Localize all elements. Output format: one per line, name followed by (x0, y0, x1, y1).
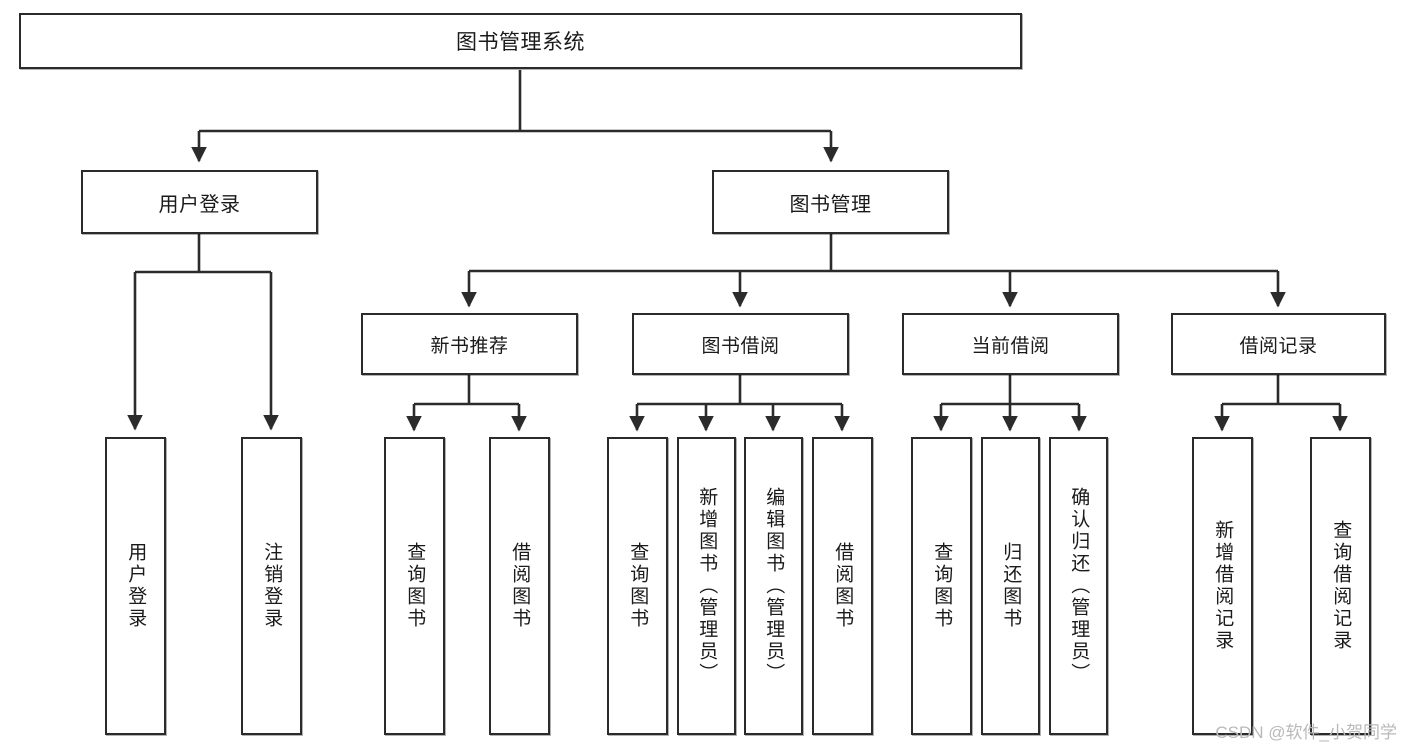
node-root[interactable]: 图书管理系统 (19, 13, 1022, 69)
node-leaf-query-record-label: 查询借阅记录 (1330, 520, 1352, 652)
node-leaf-edit-book-label: 编辑图书（管理员） (763, 487, 785, 685)
node-leaf-query-record[interactable]: 查询借阅记录 (1310, 437, 1371, 735)
node-book-borrow-label: 图书借阅 (701, 335, 780, 357)
node-leaf-logout-label: 注销登录 (261, 542, 283, 630)
node-new-book-recommend[interactable]: 新书推荐 (361, 313, 578, 375)
node-leaf-add-record[interactable]: 新增借阅记录 (1192, 437, 1253, 735)
node-leaf-return-book-label: 归还图书 (1000, 542, 1022, 630)
node-new-book-recommend-label: 新书推荐 (430, 335, 509, 357)
node-leaf-add-book-label: 新增图书（管理员） (696, 487, 718, 685)
node-leaf-query-book-2-label: 查询图书 (627, 542, 649, 630)
node-borrow-record[interactable]: 借阅记录 (1171, 313, 1386, 375)
node-leaf-add-record-label: 新增借阅记录 (1212, 520, 1234, 652)
node-leaf-borrow-book-1-label: 借阅图书 (509, 542, 531, 630)
node-book-manage-label: 图书管理 (789, 193, 872, 216)
watermark: CSDN @软件_小贺同学 (1215, 723, 1397, 742)
node-borrow-record-label: 借阅记录 (1239, 335, 1318, 357)
node-current-borrow-label: 当前借阅 (971, 335, 1050, 357)
node-leaf-user-login[interactable]: 用户登录 (105, 437, 166, 735)
node-leaf-query-book-2[interactable]: 查询图书 (607, 437, 668, 735)
node-book-manage[interactable]: 图书管理 (712, 170, 949, 234)
node-current-borrow[interactable]: 当前借阅 (902, 313, 1119, 375)
node-leaf-borrow-book-2-label: 借阅图书 (832, 542, 854, 630)
node-leaf-borrow-book-2[interactable]: 借阅图书 (812, 437, 873, 735)
node-leaf-confirm-return-label: 确认归还（管理员） (1068, 487, 1090, 685)
node-user-login-label: 用户登录 (158, 193, 241, 216)
node-user-login[interactable]: 用户登录 (81, 170, 318, 234)
node-leaf-query-book-1[interactable]: 查询图书 (384, 437, 445, 735)
node-leaf-return-book[interactable]: 归还图书 (981, 437, 1040, 735)
node-leaf-query-book-3[interactable]: 查询图书 (911, 437, 972, 735)
node-leaf-confirm-return[interactable]: 确认归还（管理员） (1049, 437, 1108, 735)
node-leaf-user-login-label: 用户登录 (125, 542, 147, 630)
node-leaf-query-book-1-label: 查询图书 (404, 542, 426, 630)
node-leaf-query-book-3-label: 查询图书 (931, 542, 953, 630)
node-leaf-borrow-book-1[interactable]: 借阅图书 (489, 437, 550, 735)
node-book-borrow[interactable]: 图书借阅 (632, 313, 849, 375)
node-leaf-logout[interactable]: 注销登录 (241, 437, 302, 735)
node-leaf-edit-book[interactable]: 编辑图书（管理员） (744, 437, 803, 735)
node-leaf-add-book[interactable]: 新增图书（管理员） (677, 437, 736, 735)
node-root-label: 图书管理系统 (456, 31, 585, 54)
